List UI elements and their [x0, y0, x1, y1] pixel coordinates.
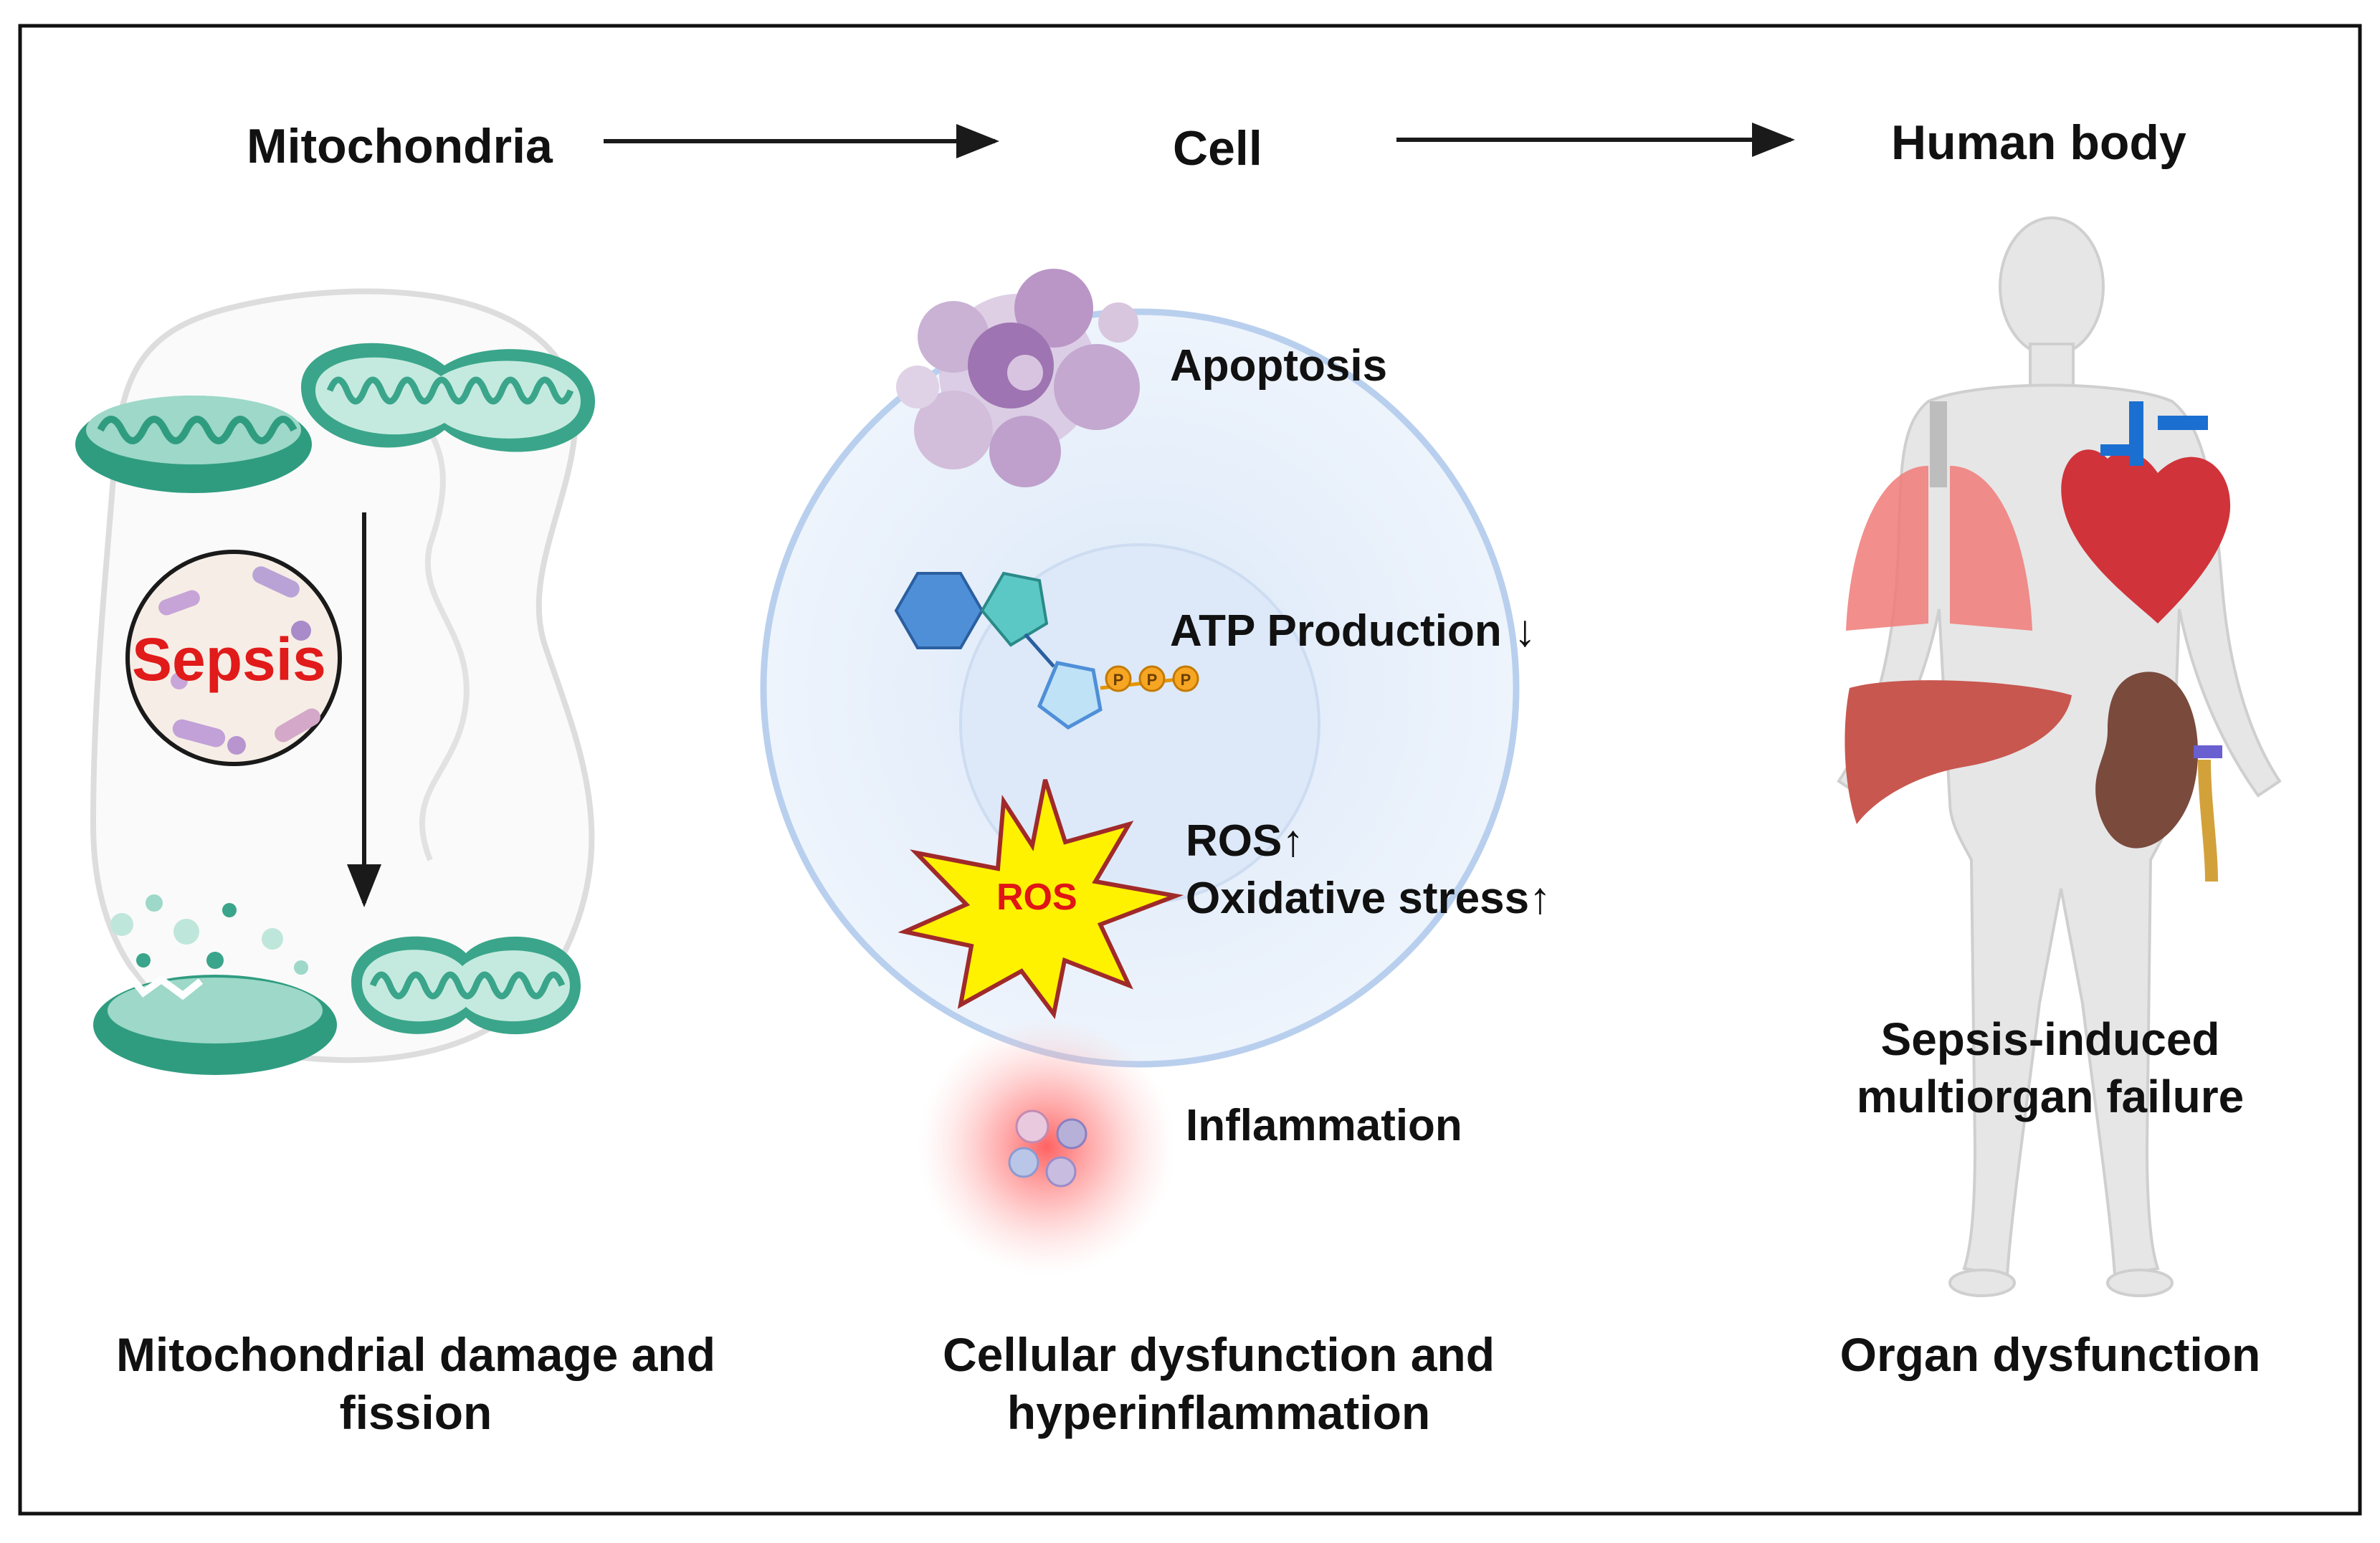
fission-mitochondrion-icon: [351, 936, 581, 1035]
caption-body-line1: Organ dysfunction: [1839, 1328, 2261, 1381]
label-multiorgan-line1: Sepsis-induced: [1880, 1013, 2220, 1065]
label-inflammation: Inflammation: [1186, 1101, 1462, 1150]
cell-panel: P P P: [760, 269, 1520, 1276]
phosphate-label: P: [1181, 671, 1191, 689]
damaged-mitochondrion-icon: [93, 894, 337, 1075]
phosphate-icon: [1172, 665, 1199, 692]
phosphate-icon: [1105, 665, 1132, 692]
caption-cell-line1: Cellular dysfunction and: [942, 1328, 1495, 1381]
bacteria-icon: [125, 550, 342, 766]
mitochondrion-icon: [75, 396, 312, 493]
liver-icon: [1844, 680, 2072, 824]
label-atp-production: ATP Production ↓: [1170, 606, 1536, 656]
phosphate-label: P: [1113, 671, 1124, 689]
header-cell: Cell: [1173, 121, 1262, 176]
caption-mitochondria-line2: fission: [339, 1385, 492, 1439]
caption-mitochondria-line1: Mitochondrial damage and: [115, 1328, 716, 1381]
ros-burst-label: ROS: [996, 876, 1077, 918]
label-multiorgan-failure: Sepsis-induced multiorgan failure: [1821, 1011, 2280, 1125]
caption-body: Organ dysfunction: [1735, 1326, 2366, 1384]
phosphate-icon: [1138, 665, 1166, 692]
label-oxidative-stress: Oxidative stress↑: [1186, 874, 1552, 923]
label-ros: ROS↑: [1186, 816, 1305, 866]
sepsis-label: Sepsis: [132, 626, 326, 693]
mito-cell-inner-outline-icon: [399, 398, 470, 861]
heart-icon: [2061, 401, 2231, 624]
trachea-icon: [1930, 401, 1947, 487]
ros-burst-icon: [898, 779, 1184, 1020]
label-apoptosis: Apoptosis: [1170, 341, 1388, 391]
caption-mitochondria: Mitochondrial damage and fission: [72, 1326, 760, 1441]
apoptotic-cell-icon: [896, 269, 1140, 487]
lungs-icon: [1846, 466, 2032, 631]
phosphate-label: P: [1147, 671, 1158, 689]
caption-cell: Cellular dysfunction and hyperinflammati…: [875, 1326, 1563, 1441]
mitochondrion-icon: [301, 343, 595, 452]
label-multiorgan-line2: multiorgan failure: [1856, 1071, 2245, 1122]
kidney-icon: [2095, 672, 2222, 882]
mitochondria-panel: [75, 288, 595, 1075]
caption-cell-line2: hyperinflammation: [1006, 1385, 1431, 1439]
header-human-body: Human body: [1891, 115, 2186, 170]
immune-cells-icon: [918, 1018, 1176, 1276]
atp-molecule-icon: P P P: [894, 571, 1199, 730]
human-body-panel: [1837, 216, 2282, 1297]
header-mitochondria: Mitochondria: [247, 119, 553, 173]
